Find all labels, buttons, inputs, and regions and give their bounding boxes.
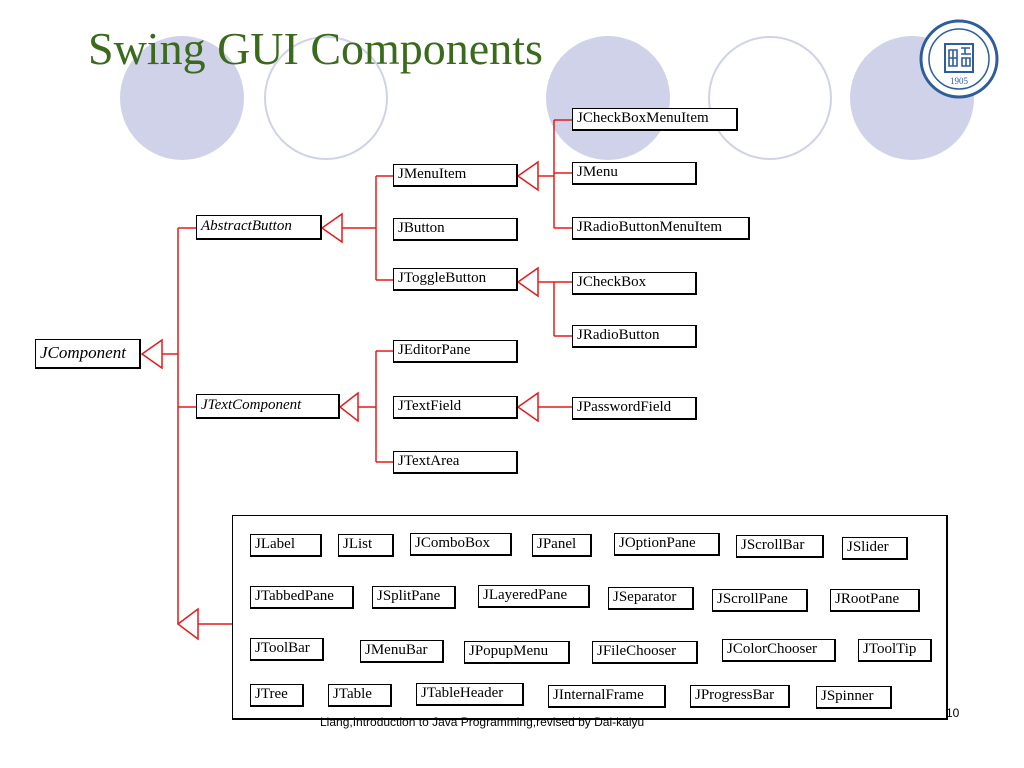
grid-component-box: JOptionPane	[614, 533, 720, 556]
grid-component-box: JScrollBar	[736, 535, 824, 558]
grid-component-box: JFileChooser	[592, 641, 698, 664]
slide-title: Swing GUI Components	[88, 23, 543, 74]
grid-component-box: JRootPane	[830, 589, 920, 612]
decorative-ring	[708, 36, 832, 160]
grid-component-box: JPopupMenu	[464, 641, 570, 664]
jcheckboxmenuitem-box: JCheckBoxMenuItem	[572, 108, 738, 131]
jeditorpane-box: JEditorPane	[393, 340, 518, 363]
jmenu-box: JMenu	[572, 162, 697, 185]
grid-component-box: JTabbedPane	[250, 586, 354, 609]
grid-component-box: JProgressBar	[690, 685, 790, 708]
jradiobutton-box: JRadioButton	[572, 325, 697, 348]
jpasswordfield-box: JPasswordField	[572, 397, 697, 420]
jtextcomponent-box: JTextComponent	[196, 394, 340, 419]
footer-credit: Liang,Introduction to Java Programming,r…	[320, 715, 645, 729]
other-components-container	[232, 515, 948, 720]
jradiobuttonmenuitem-box: JRadioButtonMenuItem	[572, 217, 750, 240]
jcheckbox-box: JCheckBox	[572, 272, 697, 295]
university-seal-icon: 1905	[918, 18, 1000, 100]
grid-component-box: JComboBox	[410, 533, 512, 556]
decorative-circle	[120, 36, 244, 160]
grid-component-box: JSlider	[842, 537, 908, 560]
grid-component-box: JLabel	[250, 534, 322, 557]
jbutton-box: JButton	[393, 218, 518, 241]
grid-component-box: JTableHeader	[416, 683, 524, 706]
grid-component-box: JScrollPane	[712, 589, 808, 612]
jtextarea-box: JTextArea	[393, 451, 518, 474]
grid-component-box: JPanel	[532, 534, 592, 557]
grid-component-box: JColorChooser	[722, 639, 836, 662]
page-number: 10	[946, 706, 960, 720]
grid-component-box: JSpinner	[816, 686, 892, 709]
grid-component-box: JMenuBar	[360, 640, 444, 663]
grid-component-box: JToolBar	[250, 638, 324, 661]
grid-component-box: JSplitPane	[372, 586, 456, 609]
decorative-ring	[264, 36, 388, 160]
grid-component-box: JTree	[250, 684, 304, 707]
grid-component-box: JList	[338, 534, 394, 557]
grid-component-box: JToolTip	[858, 639, 932, 662]
grid-component-box: JSeparator	[608, 587, 694, 610]
grid-component-box: JTable	[328, 684, 392, 707]
jcomponent-box: JComponent	[35, 339, 141, 369]
abstractbutton-box: AbstractButton	[196, 215, 322, 240]
jtextfield-box: JTextField	[393, 396, 518, 419]
jtogglebutton-box: JToggleButton	[393, 268, 518, 291]
seal-year: 1905	[950, 76, 969, 86]
grid-component-box: JInternalFrame	[548, 685, 666, 708]
grid-component-box: JLayeredPane	[478, 585, 590, 608]
jmenuitem-box: JMenuItem	[393, 164, 518, 187]
decorative-circle	[546, 36, 670, 160]
